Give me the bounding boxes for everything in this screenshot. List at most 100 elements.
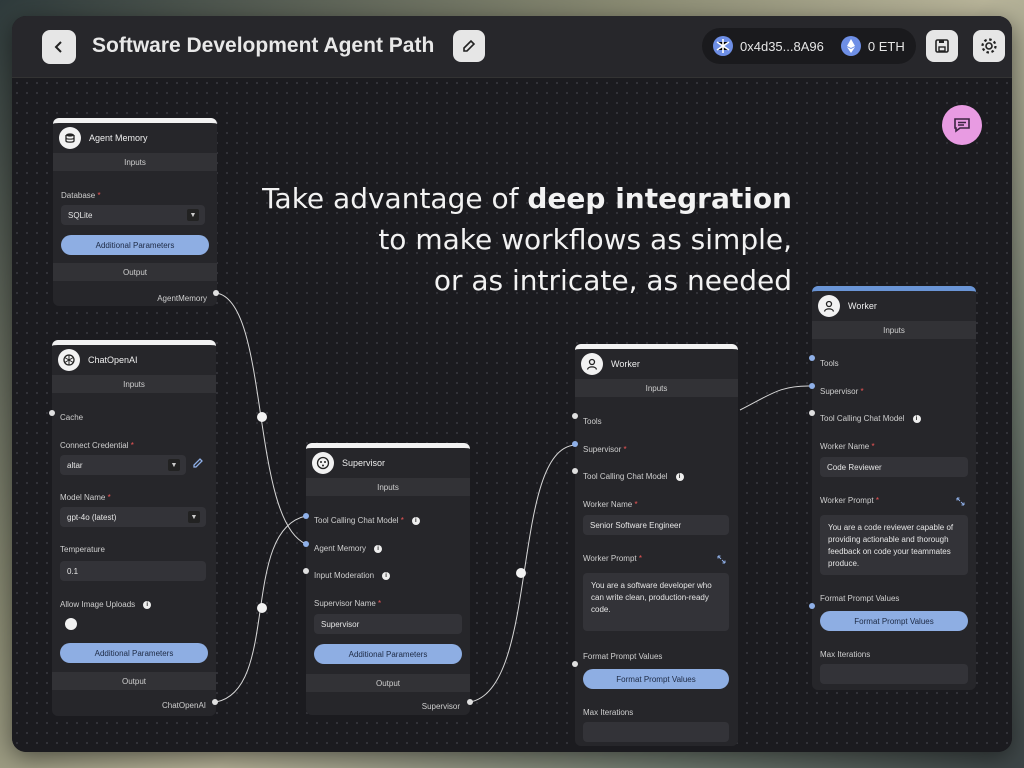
max-iterations-input[interactable]	[583, 722, 729, 742]
node-supervisor[interactable]: Supervisor Inputs Tool Calling Chat Mode…	[306, 443, 470, 715]
chevron-down-icon: ▼	[168, 459, 180, 471]
inputs-section-header: Inputs	[575, 379, 738, 397]
worker-icon	[818, 295, 840, 317]
supervisor-name-label: Supervisor Name *	[314, 599, 382, 608]
info-icon: i	[411, 516, 420, 525]
edit-credential-icon[interactable]	[192, 457, 204, 469]
supervisor-label: Supervisor *	[820, 387, 864, 396]
top-bar: Software Development Agent Path 0x4d35..…	[12, 16, 1012, 78]
worker-prompt-label: Worker Prompt *	[583, 554, 642, 563]
format-prompt-values-button[interactable]: Format Prompt Values	[583, 669, 729, 689]
agent-memory-input-handle[interactable]	[303, 541, 309, 547]
wallet-address: 0x4d35...8A96	[740, 38, 824, 54]
node-header: ChatOpenAI	[52, 345, 216, 375]
node-chatopenai[interactable]: ChatOpenAI Inputs Cache Connect Credenti…	[52, 340, 216, 716]
tools-label: Tools	[820, 359, 839, 368]
save-icon	[935, 39, 949, 53]
node-worker-senior-engineer[interactable]: Worker Inputs Tools Supervisor * Tool Ca…	[575, 344, 738, 746]
expand-icon[interactable]	[956, 497, 965, 506]
output-handle-label: Supervisor	[421, 702, 460, 711]
chevron-down-icon: ▼	[187, 209, 199, 221]
max-iterations-input[interactable]	[820, 664, 968, 684]
node-title: Worker	[848, 301, 877, 311]
edit-title-button[interactable]	[453, 30, 485, 62]
ethereum-icon	[840, 36, 861, 56]
node-header: Worker	[812, 291, 976, 321]
headline-line1-plain: Take advantage of	[262, 182, 528, 215]
back-button[interactable]	[42, 30, 76, 64]
model-name-select[interactable]: gpt-4o (latest)▼	[60, 507, 206, 527]
database-select[interactable]: SQLite▼	[61, 205, 205, 225]
wallet-balance: 0 ETH	[867, 38, 905, 54]
info-icon: i	[675, 472, 684, 481]
chatopenai-output-handle[interactable]	[212, 699, 218, 705]
worker-name-input[interactable]: Senior Software Engineer	[583, 515, 729, 535]
node-worker-code-reviewer[interactable]: Worker Inputs Tools Supervisor * Tool Ca…	[812, 286, 976, 690]
info-icon: i	[143, 600, 152, 609]
format-prompt-input-handle[interactable]	[809, 603, 815, 609]
chevron-down-icon: ▼	[188, 511, 200, 523]
headline-line2: to make workflows as simple,	[378, 223, 792, 256]
chat-button[interactable]	[942, 105, 982, 145]
tools-input-handle[interactable]	[809, 355, 815, 361]
worker-name-label: Worker Name *	[820, 442, 875, 451]
supervisor-input-handle[interactable]	[572, 441, 578, 447]
tools-input-handle[interactable]	[572, 413, 578, 419]
additional-parameters-button[interactable]: Additional Parameters	[60, 643, 208, 663]
image-uploads-toggle[interactable]	[65, 618, 77, 630]
worker-prompt-textarea[interactable]: You are a code reviewer capable of provi…	[820, 515, 968, 575]
credential-select[interactable]: altar▼	[60, 455, 186, 475]
headline-line3: or as intricate, as needed	[433, 264, 792, 297]
agentmemory-output-handle[interactable]	[213, 290, 219, 296]
headline-line1-bold: deep integration	[527, 182, 792, 215]
worker-prompt-textarea[interactable]: You are a software developer who can wri…	[583, 573, 729, 631]
settings-button[interactable]	[973, 30, 1005, 62]
node-title: ChatOpenAI	[88, 355, 138, 365]
supervisor-name-input[interactable]: Supervisor	[314, 614, 462, 634]
tool-calling-input-handle[interactable]	[572, 468, 578, 474]
node-header: Worker	[575, 349, 738, 379]
cache-input-handle[interactable]	[49, 410, 55, 416]
credential-label: Connect Credential *	[60, 441, 134, 450]
temperature-label: Temperature	[60, 545, 105, 554]
format-prompt-label: Format Prompt Values	[820, 594, 900, 603]
supervisor-output-handle[interactable]	[467, 699, 473, 705]
wallet-pill[interactable]: 0x4d35...8A96 0 ETH	[702, 28, 916, 64]
expand-icon[interactable]	[717, 555, 726, 564]
openai-icon	[58, 349, 80, 371]
max-iterations-label: Max Iterations	[583, 708, 634, 717]
chat-bubble-icon	[954, 118, 970, 133]
output-section-header: Output	[306, 674, 470, 692]
supervisor-input-handle[interactable]	[809, 383, 815, 389]
worker-icon	[581, 353, 603, 375]
output-section-header: Output	[52, 672, 216, 690]
additional-parameters-button[interactable]: Additional Parameters	[314, 644, 462, 664]
node-agent-memory[interactable]: Agent Memory Inputs Database * SQLite▼ A…	[53, 118, 217, 306]
inputs-section-header: Inputs	[52, 375, 216, 393]
output-section-header: Output	[53, 263, 217, 281]
node-title: Worker	[611, 359, 640, 369]
worker-name-input[interactable]: Code Reviewer	[820, 457, 968, 477]
format-prompt-input-handle[interactable]	[572, 661, 578, 667]
save-button[interactable]	[926, 30, 958, 62]
format-prompt-values-button[interactable]: Format Prompt Values	[820, 611, 968, 631]
tool-calling-input-handle[interactable]	[303, 513, 309, 519]
inputs-section-header: Inputs	[812, 321, 976, 339]
temperature-input[interactable]: 0.1	[60, 561, 206, 581]
input-moderation-input-handle[interactable]	[303, 568, 309, 574]
tool-calling-input-handle[interactable]	[809, 410, 815, 416]
model-name-label: Model Name *	[60, 493, 111, 502]
node-title: Agent Memory	[89, 133, 148, 143]
node-header: Agent Memory	[53, 123, 217, 153]
info-icon: i	[912, 414, 921, 423]
worker-name-label: Worker Name *	[583, 500, 638, 509]
info-icon: i	[382, 571, 391, 580]
page-title: Software Development Agent Path	[92, 34, 435, 57]
node-title: Supervisor	[342, 458, 386, 468]
additional-parameters-button[interactable]: Additional Parameters	[61, 235, 209, 255]
